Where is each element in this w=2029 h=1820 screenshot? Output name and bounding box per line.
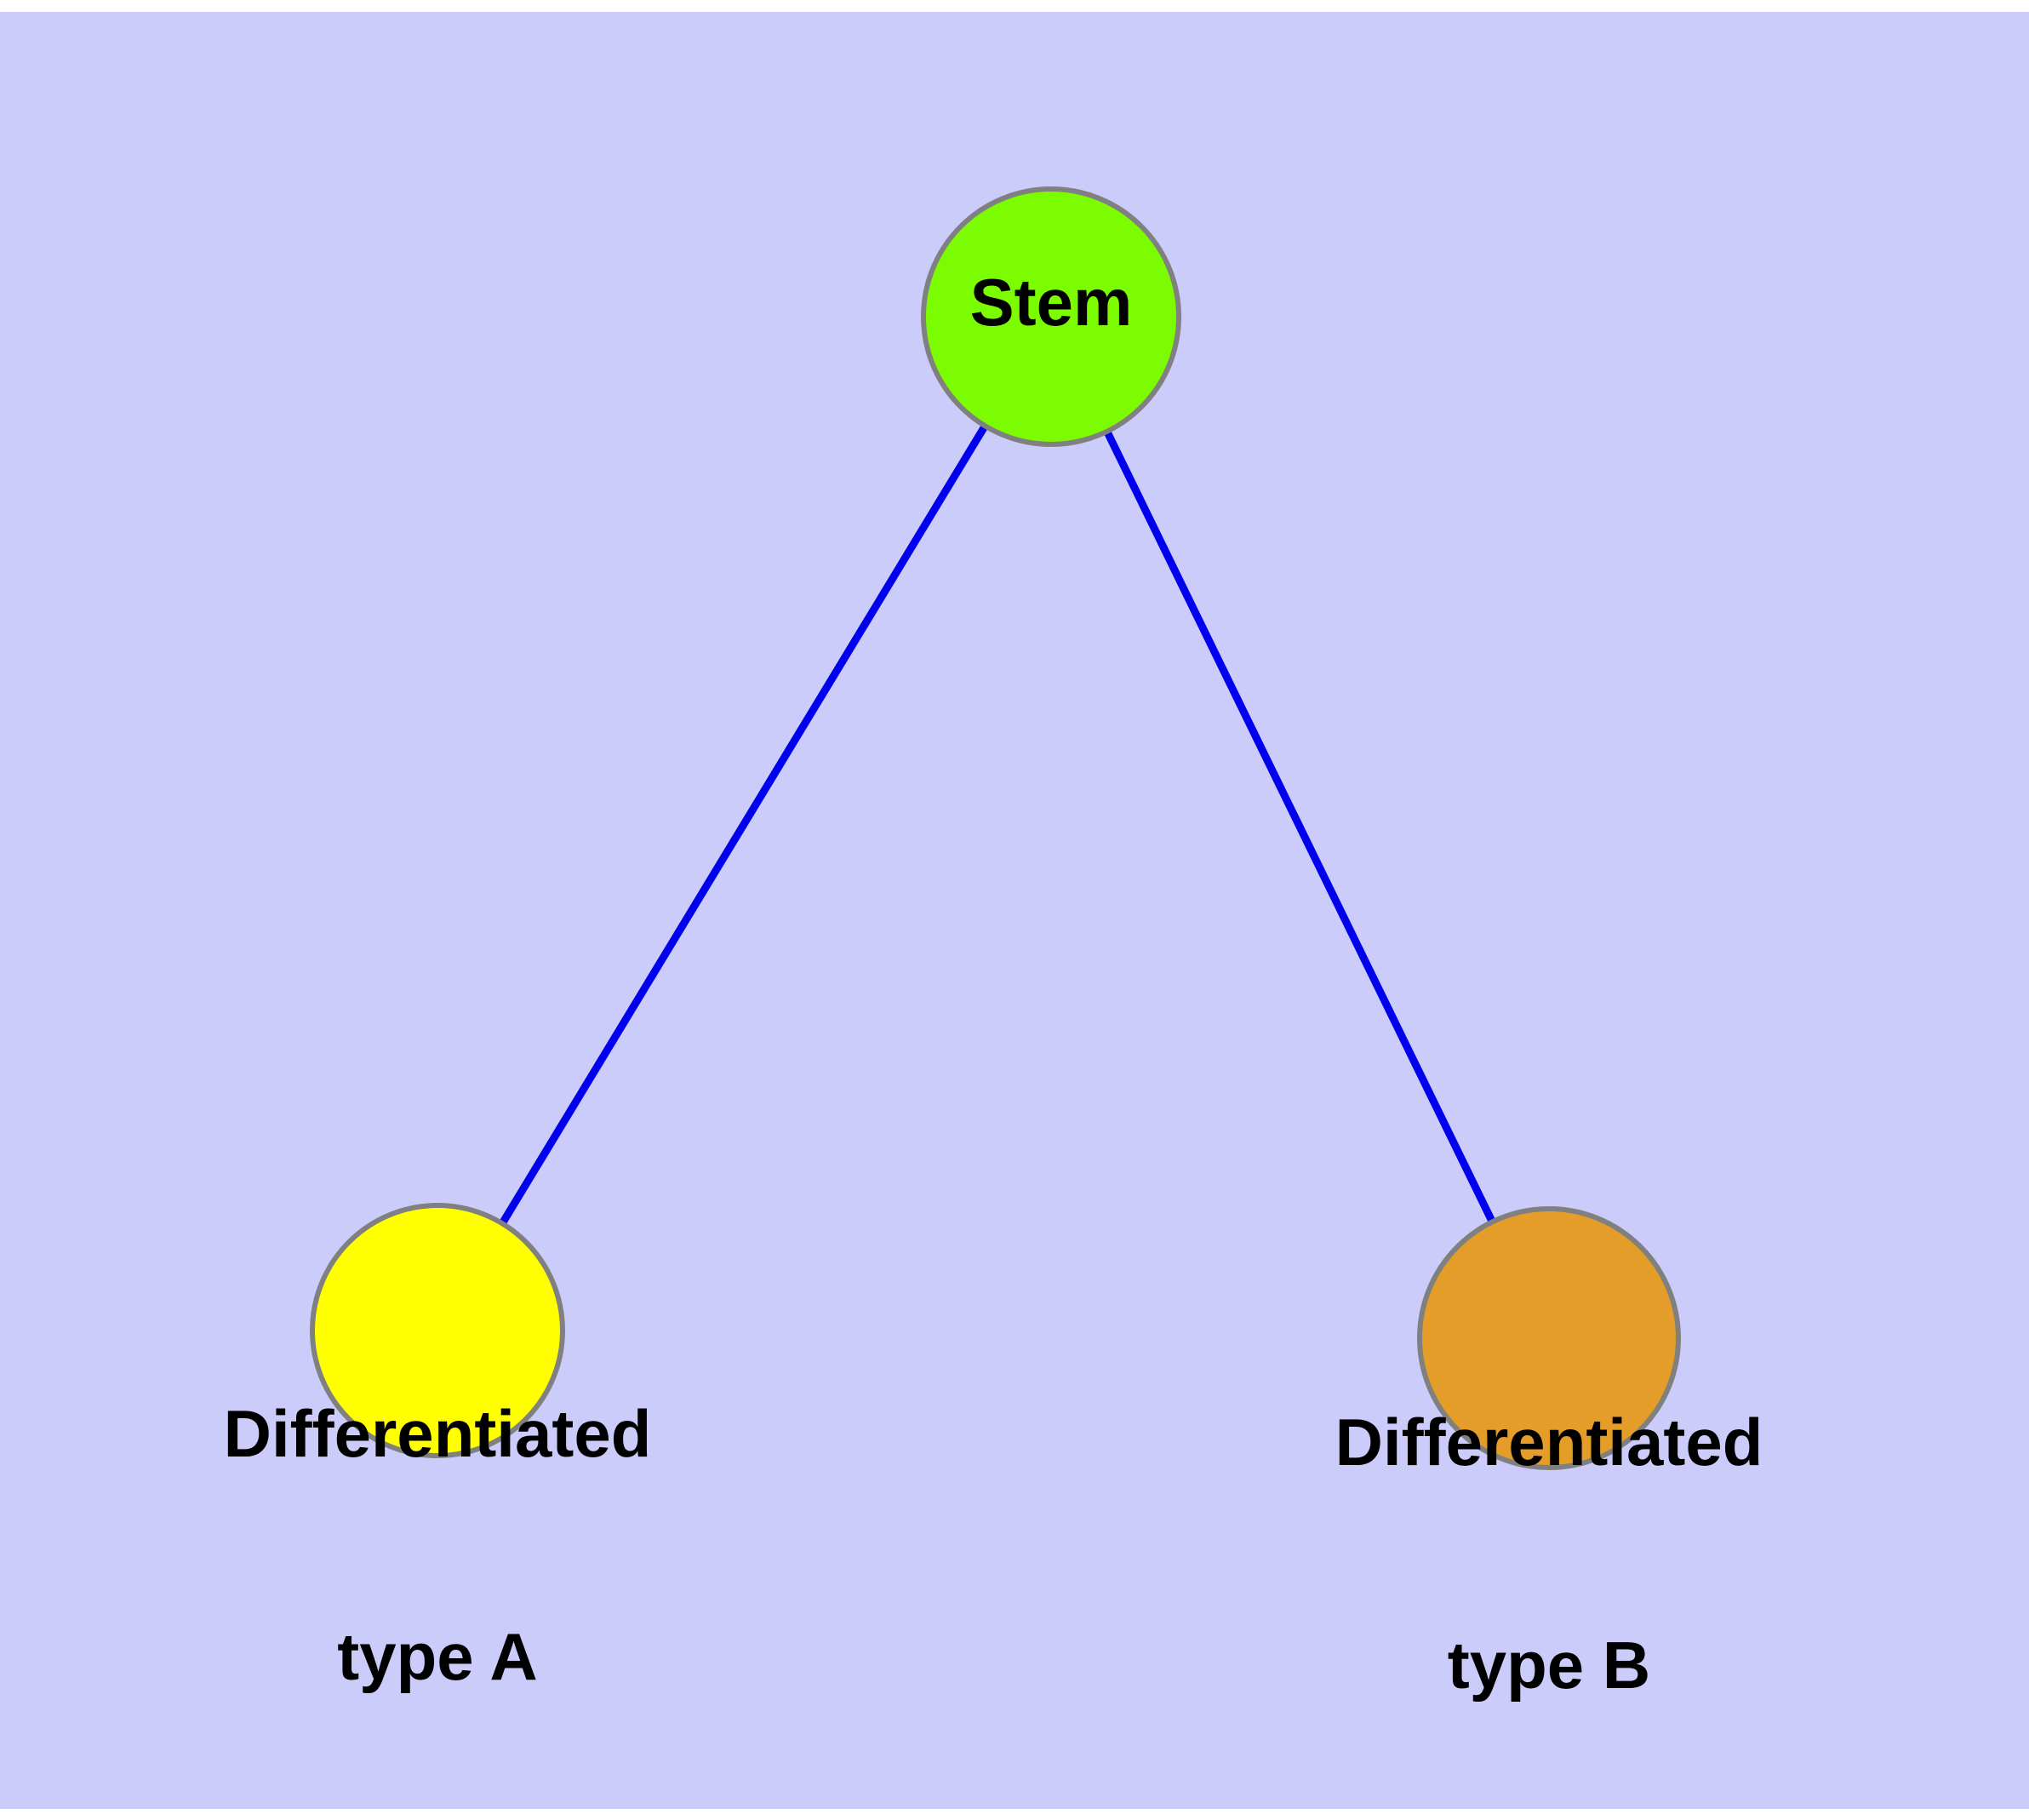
edge-stem-to-type-a[interactable] (499, 423, 989, 1226)
edge-stem-to-type-b[interactable] (1103, 429, 1496, 1224)
node-layer (310, 186, 1681, 1470)
node-differentiated-type-a[interactable] (310, 1203, 565, 1458)
edge-layer (499, 423, 1496, 1226)
node-differentiated-type-b[interactable] (1417, 1206, 1681, 1470)
node-stem[interactable] (921, 186, 1181, 447)
